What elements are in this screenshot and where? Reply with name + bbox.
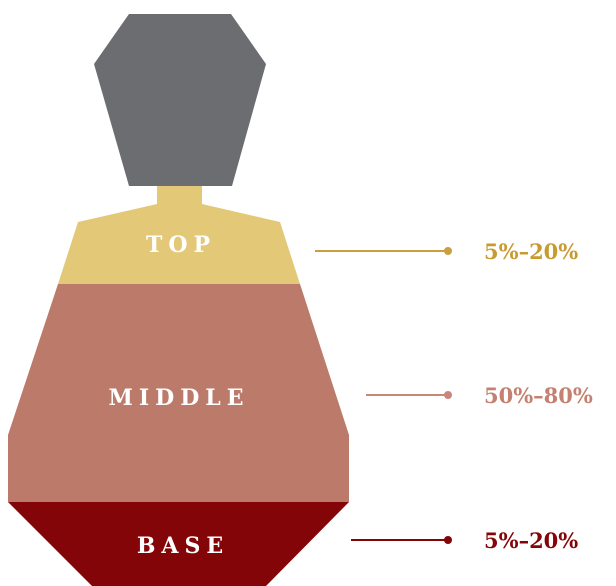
base-layer-shape	[8, 502, 349, 586]
top-connector-dot	[444, 247, 452, 255]
bottle-neck	[157, 186, 202, 206]
base-percentage-label: 5%–20%	[484, 528, 578, 553]
middle-layer-shape	[8, 284, 349, 502]
middle-layer-label: MIDDLE	[108, 385, 249, 411]
top-layer-shape	[58, 204, 300, 284]
bottle-cap	[94, 14, 266, 186]
middle-percentage-label: 50%–80%	[484, 383, 593, 408]
top-layer-label: TOP	[146, 232, 216, 258]
middle-connector-dot	[444, 391, 452, 399]
top-percentage-label: 5%–20%	[484, 239, 578, 264]
base-layer-label: BASE	[137, 533, 229, 559]
base-connector-dot	[444, 536, 452, 544]
